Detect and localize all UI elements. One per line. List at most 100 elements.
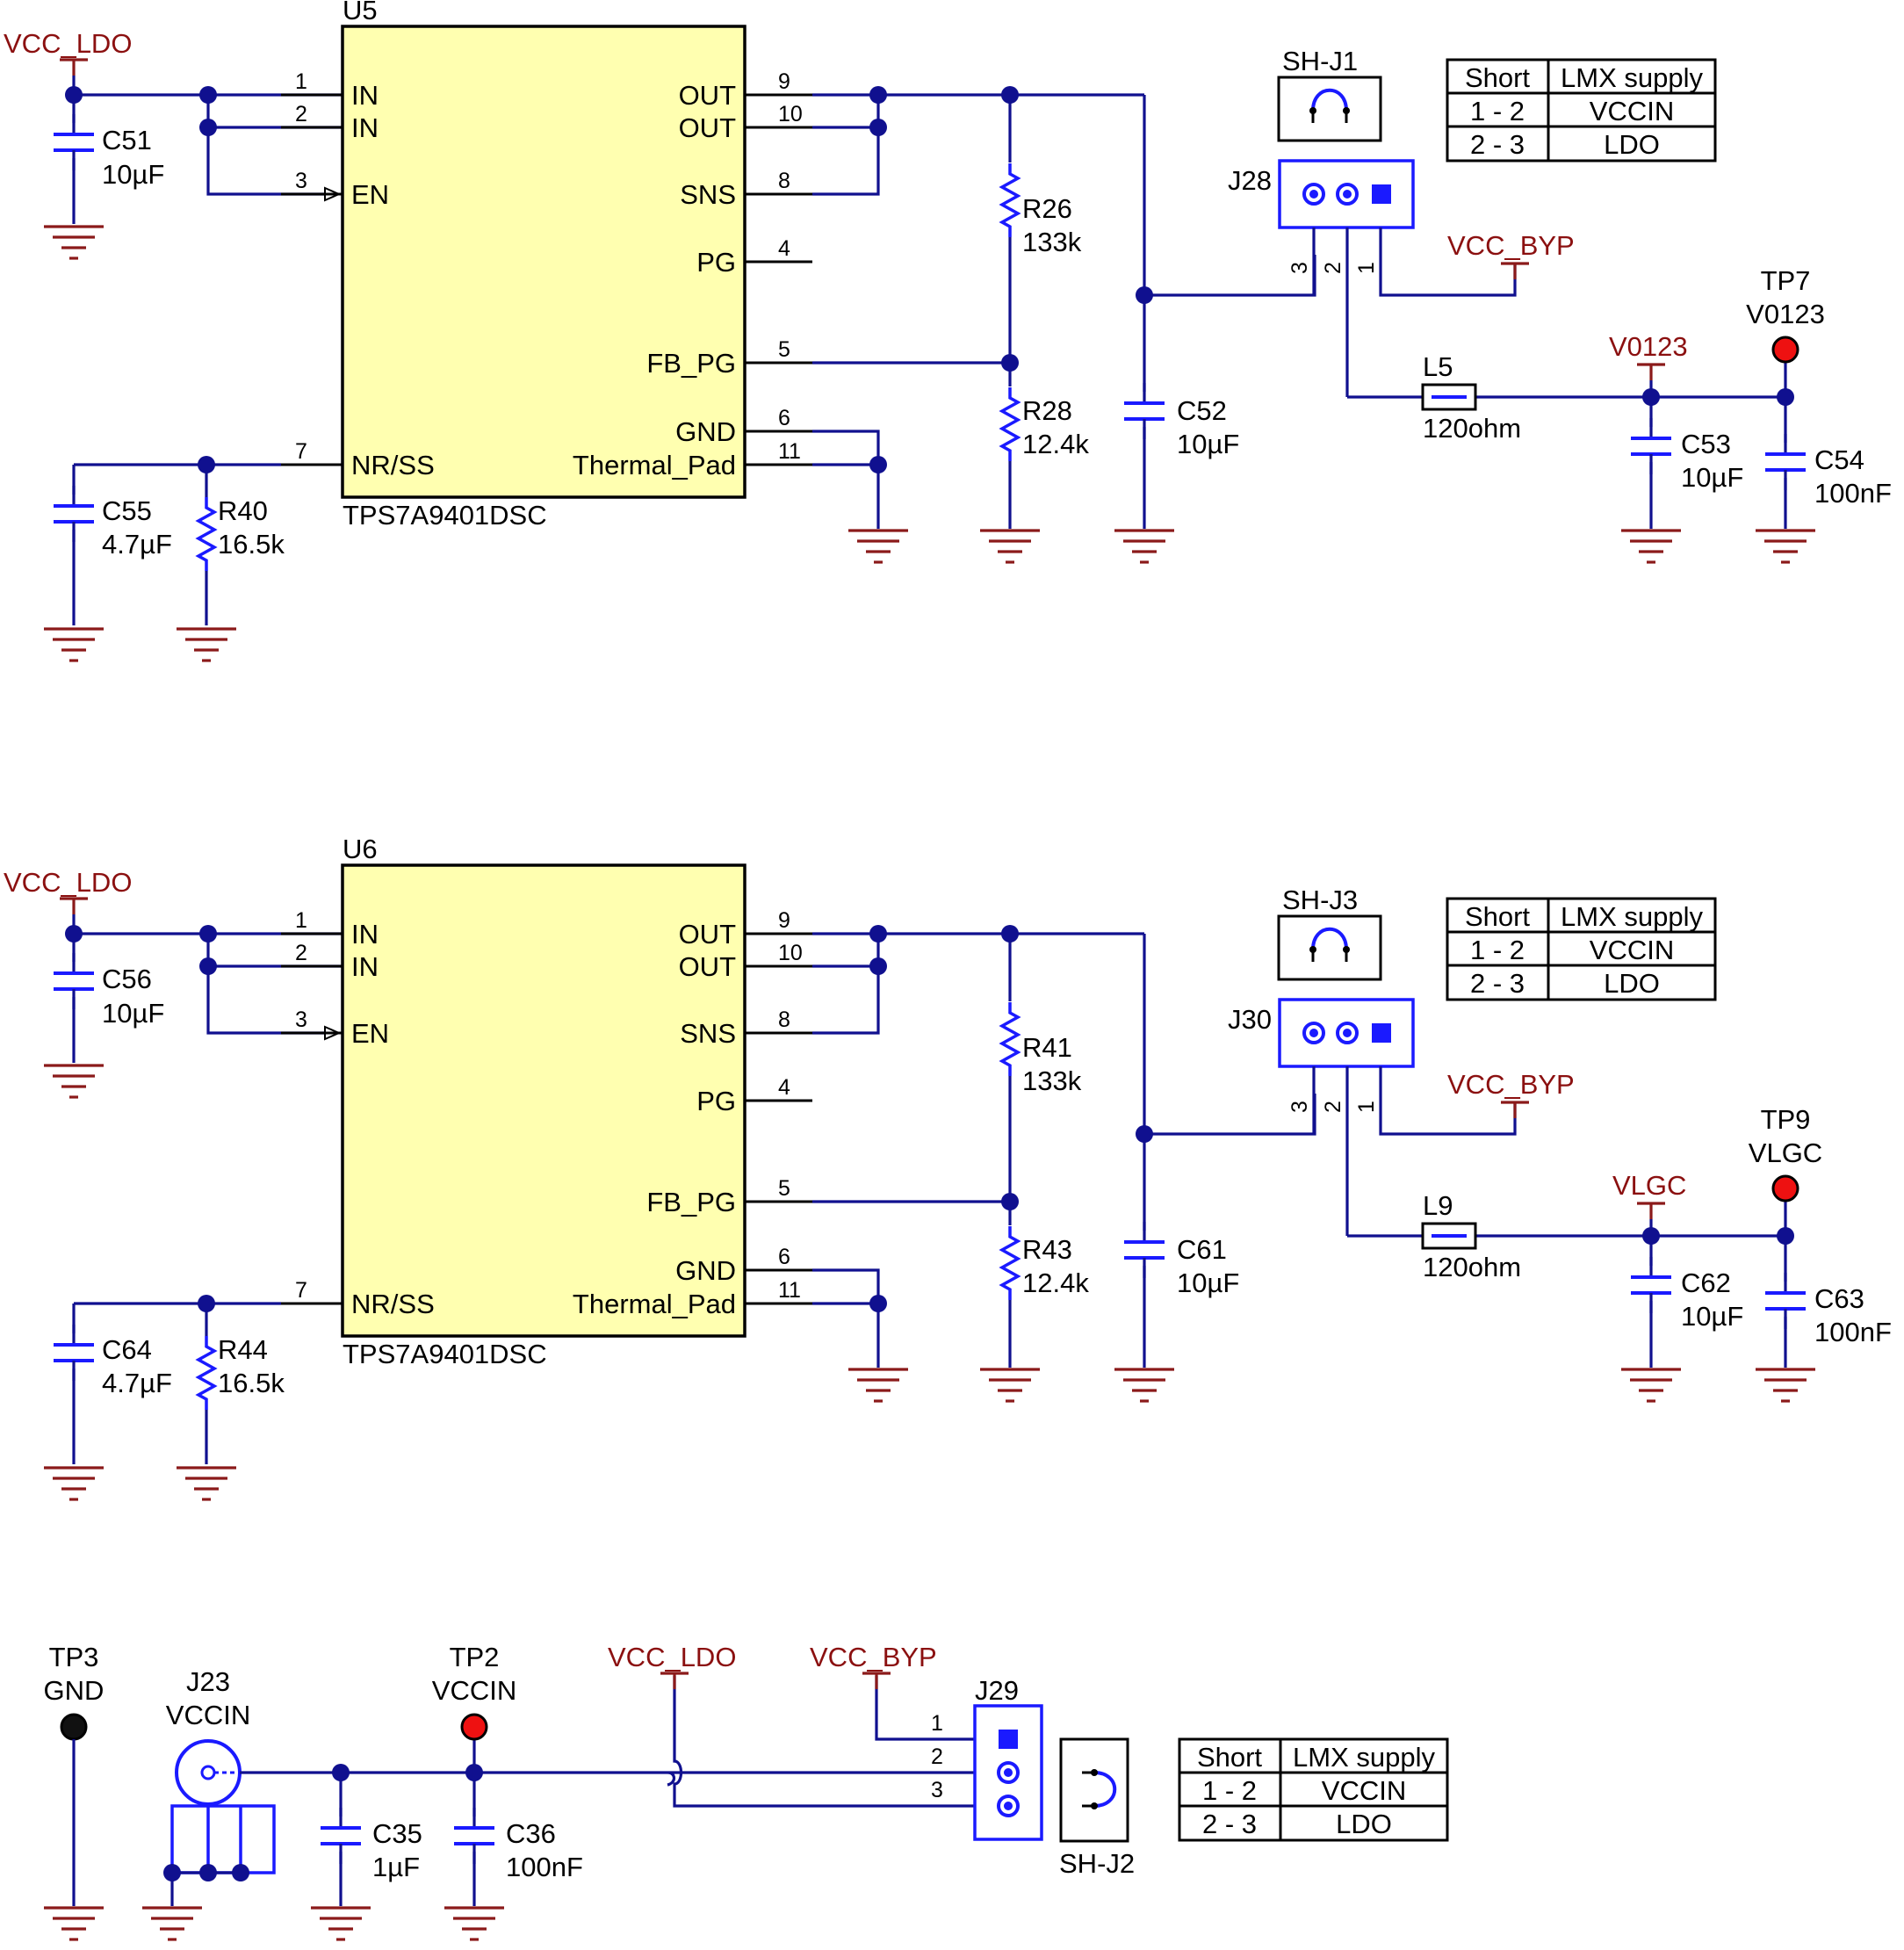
c64-ref: C64 [102,1334,152,1365]
c63-ref: C63 [1814,1283,1864,1314]
pin-out1-name: OUT [679,80,737,111]
pin-number: 11 [778,439,801,464]
c62-value: 10µF [1681,1301,1743,1332]
c53-value: 10µF [1681,462,1743,493]
shunt-jumper [1059,1737,1129,1843]
pin-number: 10 [778,102,803,126]
chip-ref: U6 [343,834,378,864]
pin-number: 2 [1321,1101,1345,1113]
c61-value: 10µF [1177,1268,1239,1298]
j23-label: VCCIN [166,1700,250,1730]
chip-part: TPS7A9401DSC [343,1339,547,1369]
pin-number: 2 [295,102,307,126]
table-cell: LDO [1336,1809,1392,1839]
jumper-table: Short LMX supply 1 - 2 VCCIN 2 - 3 LDO [1446,58,1717,162]
header-ref: J28 [1228,165,1272,196]
shunt-jumper [1277,914,1382,981]
table-cell: VCCIN [1322,1775,1406,1806]
pin-number: 3 [1287,1101,1312,1113]
table-header: Short [1465,62,1530,93]
ldo-chip [341,25,746,499]
bead-value: 120ohm [1423,413,1521,444]
chip-part: TPS7A9401DSC [343,500,547,531]
pin-tpad-name: Thermal_Pad [573,1289,736,1319]
pin-number: 8 [778,169,790,193]
table-cell: VCCIN [1590,96,1674,126]
r41-value: 133k [1022,1065,1082,1096]
pin-number: 8 [778,1008,790,1032]
c36-ref: C36 [506,1818,556,1849]
pin-in2-name: IN [351,951,379,982]
pin-number: 4 [778,1075,790,1100]
shunt-ref: SH-J3 [1282,885,1358,915]
pin-number: 2 [931,1744,943,1769]
chip-ref: U5 [343,0,378,25]
test-point[interactable] [1771,336,1799,364]
pin-nrss-name: NR/SS [351,1289,435,1319]
r44-value: 16.5k [218,1368,285,1398]
regulator-channel-u5: VCC_LDO C51 10µF U5 TPS7A9401DSC IN IN E… [4,0,1892,662]
c61-ref: C61 [1177,1234,1227,1265]
c35-value: 1µF [372,1852,420,1882]
c56-value: 10µF [102,998,164,1029]
pin-number: 3 [931,1778,943,1802]
pin-number: 1 [295,69,307,94]
table-cell: 1 - 2 [1470,935,1525,965]
power-net-label: VCC_BYP [1447,1069,1575,1100]
pin-number: 1 [295,908,307,933]
jumper-table: Short LMX supply 1 - 2 VCCIN 2 - 3 LDO [1446,897,1717,1001]
pin-gnd-name: GND [675,1255,736,1286]
pin-pg-name: PG [696,1086,736,1116]
r26-ref: R26 [1022,193,1072,224]
input-supply-section: TP3 GND J23 VCCIN C35 1µF [42,1642,1449,1941]
c63-value: 100nF [1814,1317,1892,1347]
tp2-ref: TP2 [450,1642,500,1672]
r43-value: 12.4k [1022,1268,1089,1298]
table-header: Short [1465,901,1530,932]
table-header: LMX supply [1293,1742,1435,1773]
tp3-label: GND [44,1675,105,1706]
bead-value: 120ohm [1423,1252,1521,1282]
table-cell: 1 - 2 [1202,1775,1257,1806]
power-net-label: VCC_BYP [810,1642,937,1672]
c55-ref: C55 [102,495,152,526]
power-net-label: VCC_LDO [4,867,132,898]
table-cell: LDO [1604,129,1660,160]
bead-ref: L9 [1423,1190,1453,1221]
vccin-test-point[interactable] [460,1713,488,1741]
jumper-table: Short LMX supply 1 - 2 VCCIN 2 - 3 LDO [1178,1737,1449,1842]
r40-ref: R40 [218,495,268,526]
pin-number: 5 [778,337,790,362]
table-cell: 1 - 2 [1470,96,1525,126]
table-header: LMX supply [1561,901,1703,932]
test-point[interactable] [1771,1174,1799,1202]
j29-ref: J29 [975,1675,1019,1706]
shunt-ref: SH-J2 [1059,1848,1135,1879]
ground-test-point[interactable] [60,1713,88,1741]
pin-out2-name: OUT [679,951,737,982]
pin-number: 3 [1287,262,1312,274]
pin-number: 3 [295,169,307,193]
tp3-ref: TP3 [49,1642,99,1672]
pin-number: 2 [295,941,307,965]
shunt-jumper [1277,76,1382,142]
pin-number: 3 [295,1008,307,1032]
pin-number: 7 [295,1278,307,1303]
table-cell: VCCIN [1590,935,1674,965]
ldo-chip [341,863,746,1338]
c51-value: 10µF [102,159,164,190]
tp-ref: TP7 [1761,265,1811,296]
table-header: Short [1197,1742,1262,1773]
pin-en-name: EN [351,1018,389,1049]
pin-in2-name: IN [351,112,379,143]
coax-connector[interactable] [170,1739,276,1874]
r26-value: 133k [1022,227,1082,257]
table-cell: 2 - 3 [1470,129,1525,160]
table-cell: 2 - 3 [1470,968,1525,999]
pin-number: 6 [778,406,790,430]
table-cell: 2 - 3 [1202,1809,1257,1839]
c54-value: 100nF [1814,478,1892,509]
c53-ref: C53 [1681,429,1731,459]
pin-number: 7 [295,439,307,464]
